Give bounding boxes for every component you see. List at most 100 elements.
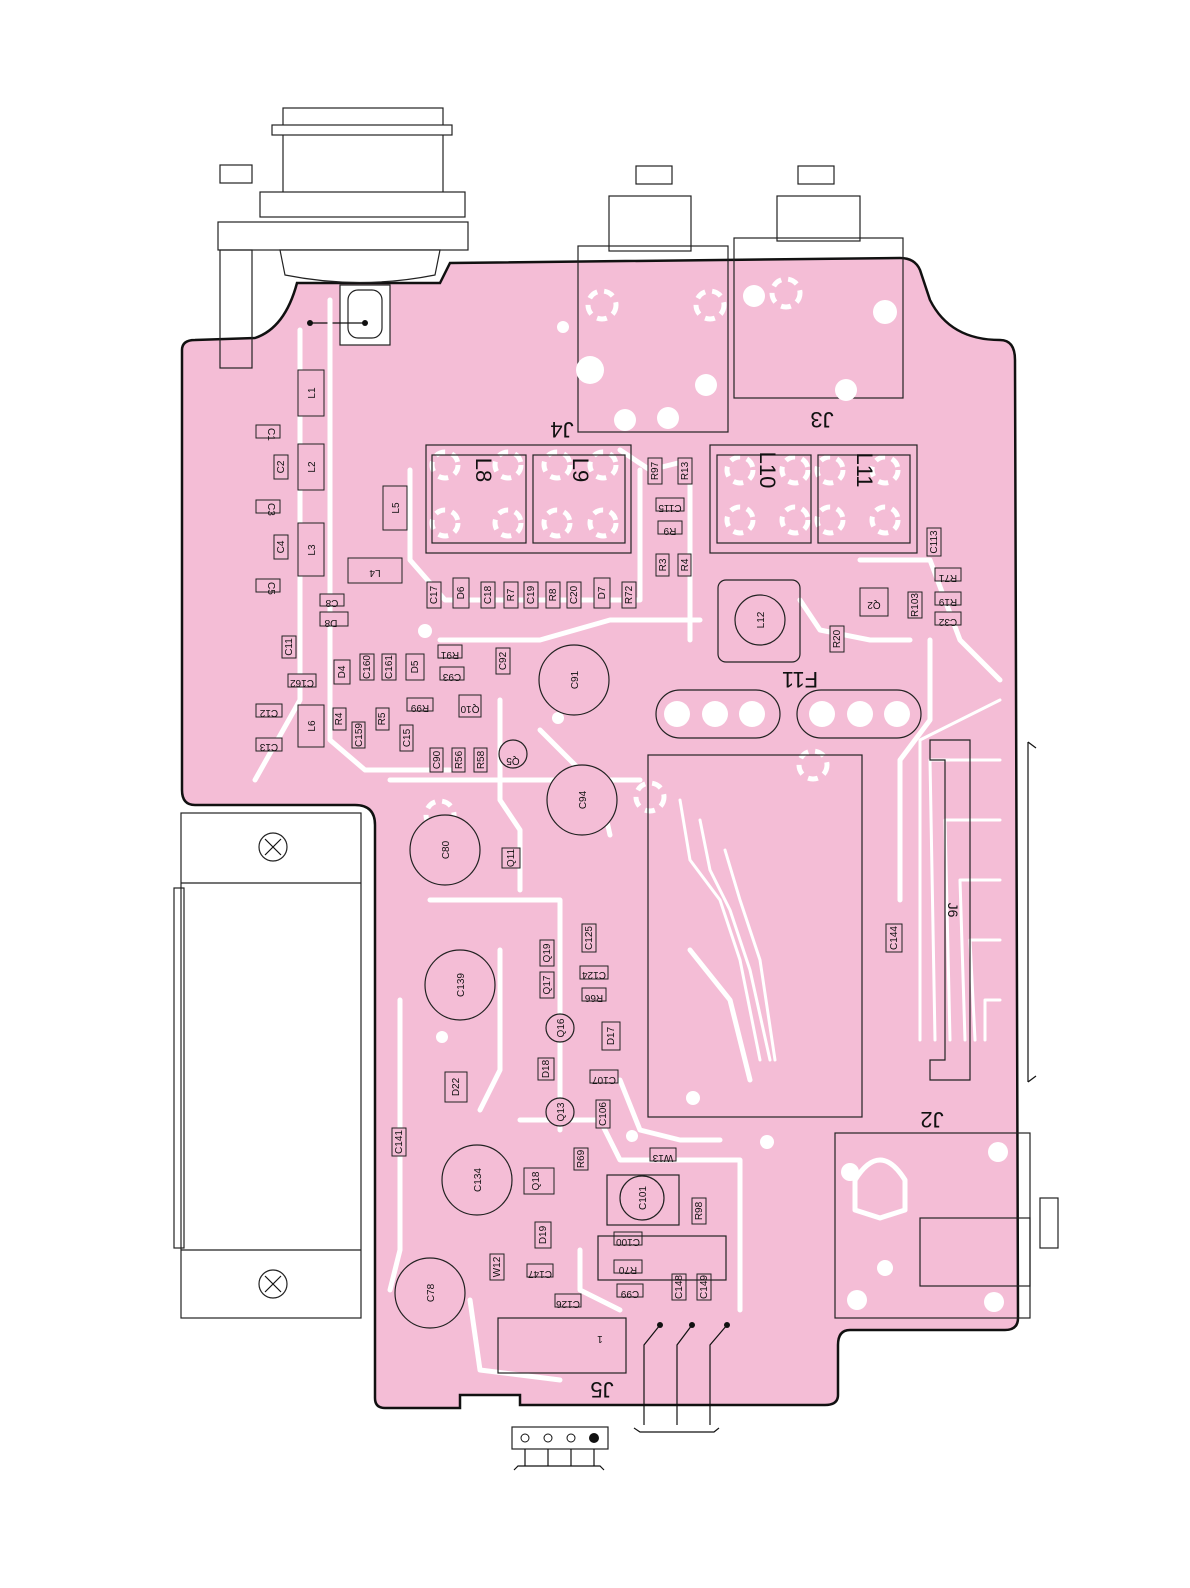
label-C107: C107 (592, 1074, 616, 1085)
label-C124: C124 (582, 969, 606, 980)
connector-j6 (929, 739, 1037, 1083)
label-C93: C93 (442, 671, 461, 682)
dashed-holes (423, 276, 901, 832)
label-C3: C3 (265, 503, 276, 516)
label-R91: R91 (440, 649, 459, 660)
label-C115: C115 (658, 502, 682, 513)
label-R8: R8 (548, 588, 559, 601)
label-C126: C126 (556, 1298, 580, 1309)
connector-labels: J4 J3 F11 J6 J2 J5 (550, 407, 961, 1402)
label-R71: R71 (938, 572, 957, 583)
label-C101: C101 (638, 1186, 649, 1210)
label-C90: C90 (432, 750, 443, 769)
label-Q5: Q5 (506, 755, 520, 766)
label-R58: R58 (476, 750, 487, 769)
label-L11: L11 (852, 452, 877, 487)
label-C144: C144 (889, 926, 900, 950)
label-R7: R7 (506, 588, 517, 601)
label-L4: L4 (369, 567, 381, 578)
label-L1: L1 (307, 387, 318, 399)
label-R20: R20 (832, 629, 843, 648)
label-L9: L9 (568, 458, 593, 482)
label-C113: C113 (929, 530, 940, 554)
label-R9: R9 (663, 525, 676, 536)
traces (252, 297, 1003, 1383)
label-C1: C1 (265, 428, 276, 441)
label-Q10: Q10 (460, 703, 479, 714)
label-R19: R19 (938, 596, 957, 607)
label-L8: L8 (471, 458, 496, 482)
label-D19: D19 (538, 1225, 549, 1244)
label-R4: R4 (334, 712, 345, 725)
label-D6: D6 (456, 586, 467, 599)
label-L6: L6 (307, 720, 318, 732)
label-C18: C18 (483, 585, 494, 604)
label-C92: C92 (498, 651, 509, 670)
side-module (173, 812, 362, 1319)
label-R56: R56 (454, 750, 465, 769)
pcb-board (180, 256, 1020, 1410)
label-R66: R66 (584, 992, 603, 1003)
label-R103: R103 (910, 593, 921, 617)
label-C2: C2 (276, 460, 287, 473)
label-C100: C100 (616, 1236, 640, 1247)
label-R99: R99 (410, 702, 429, 713)
pads (418, 285, 1008, 1312)
label-R98: R98 (694, 1201, 705, 1220)
label-C159: C159 (354, 723, 365, 747)
label-Q11: Q11 (506, 848, 517, 867)
label-C17: C17 (429, 585, 440, 604)
label-J5: J5 (590, 1377, 613, 1402)
label-C99: C99 (620, 1288, 639, 1299)
label-D4: D4 (337, 665, 348, 678)
label-C13: C13 (259, 741, 278, 752)
label-C12: C12 (259, 707, 278, 718)
label-L12: L12 (756, 611, 767, 628)
label-C161: C161 (384, 655, 395, 679)
label-R13: R13 (680, 461, 691, 480)
label-C134: C134 (473, 1168, 484, 1192)
label-C91: C91 (570, 670, 581, 689)
label-W13: W13 (652, 1152, 673, 1163)
label-C80: C80 (441, 840, 452, 859)
label-L5: L5 (391, 502, 402, 514)
label-L3: L3 (307, 544, 318, 556)
label-D8: D8 (324, 617, 337, 628)
label-R70: R70 (618, 1264, 637, 1275)
label-C149: C149 (699, 1275, 710, 1299)
label-L10: L10 (755, 452, 780, 489)
label-C160: C160 (362, 655, 373, 679)
label-C106: C106 (598, 1102, 609, 1126)
label-C11: C11 (284, 638, 295, 656)
label-Q13: Q13 (556, 1102, 567, 1121)
label-C5: C5 (265, 582, 276, 595)
component-labels: L1 L2 L3 L6 L5 L4 C1 C3 C5 C12 C13 C2 C4… (259, 387, 957, 1344)
label-pin1: 1 (597, 1333, 603, 1344)
label-R5: R5 (377, 712, 388, 725)
label-L2: L2 (307, 461, 318, 473)
label-D22: D22 (451, 1077, 462, 1096)
label-Q17: Q17 (542, 975, 553, 994)
label-W12: W12 (492, 1256, 503, 1277)
label-J6: J6 (945, 903, 961, 918)
label-C148: C148 (674, 1275, 685, 1299)
jack-j4 (577, 165, 729, 433)
label-C78: C78 (426, 1283, 437, 1302)
label-R72: R72 (624, 585, 635, 604)
label-C125: C125 (584, 926, 595, 950)
label-D18: D18 (541, 1059, 552, 1078)
label-R4b: R4 (680, 558, 691, 571)
jack-j3 (733, 165, 904, 399)
label-C20: C20 (569, 585, 580, 604)
label-C141: C141 (394, 1130, 405, 1154)
connector-j5 (497, 1317, 730, 1471)
dsub-connector (217, 107, 469, 369)
label-C19: C19 (526, 585, 537, 604)
label-Q18: Q18 (531, 1171, 542, 1190)
label-J4: J4 (550, 417, 573, 442)
electrolytic-caps (394, 579, 801, 1329)
shield-cans (425, 444, 918, 1118)
label-R3: R3 (658, 558, 669, 571)
label-C147: C147 (528, 1268, 552, 1279)
label-J3: J3 (810, 407, 833, 432)
